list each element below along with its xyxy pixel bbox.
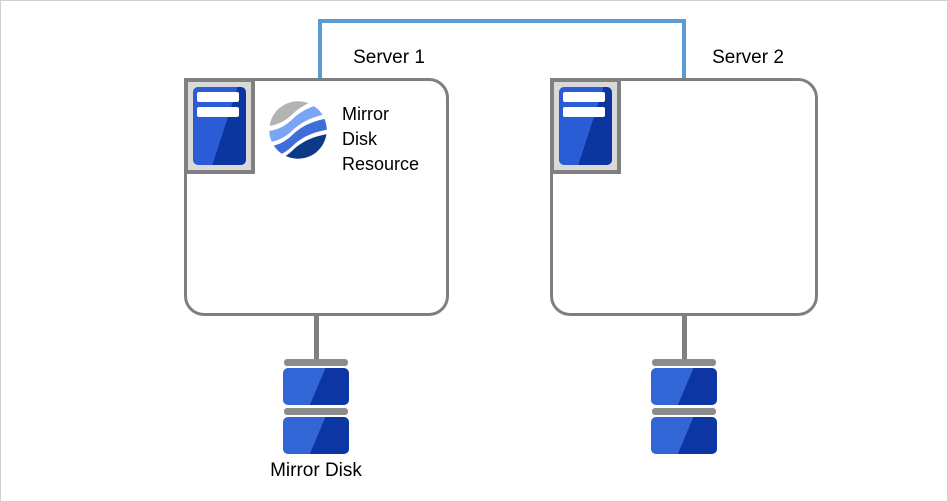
sphere-lightblue-wave: [269, 102, 327, 143]
disk-platter: [283, 368, 349, 405]
disk-platter: [651, 417, 717, 454]
tower-slot-bar: [563, 107, 605, 117]
disk-platter: [651, 368, 717, 405]
interconnect-link: [318, 19, 686, 79]
tower-slot-bar: [197, 107, 239, 117]
server2-disk-connector: [682, 316, 687, 360]
mirror-disk-resource-label: Mirror Disk Resource: [342, 104, 420, 174]
mirror-disk1-icon: [283, 359, 349, 454]
disk-bar: [284, 408, 348, 415]
server-tower-icon: [193, 87, 246, 165]
tower-slot-bar: [197, 92, 239, 102]
disk-bar: [652, 408, 716, 415]
server1-label: Server 1: [353, 47, 425, 68]
tower-slot-bar: [563, 92, 605, 102]
disk-bar: [652, 359, 716, 366]
server2-icon: [550, 78, 621, 174]
mirror-disk2-icon: [651, 359, 717, 454]
mirror-disk-label: Mirror Disk: [270, 460, 362, 481]
server1-disk-connector: [314, 316, 319, 360]
mirror-disk-resource-icon: [269, 101, 327, 159]
server1-icon: [184, 78, 255, 174]
server2-label: Server 2: [712, 47, 784, 68]
disk-bar: [284, 359, 348, 366]
sphere-darkblue-wave: [269, 133, 327, 159]
sphere-gray-wave: [269, 101, 327, 127]
disk-platter: [283, 417, 349, 454]
sphere-midblue-wave: [269, 118, 327, 159]
server-tower-icon: [559, 87, 612, 165]
